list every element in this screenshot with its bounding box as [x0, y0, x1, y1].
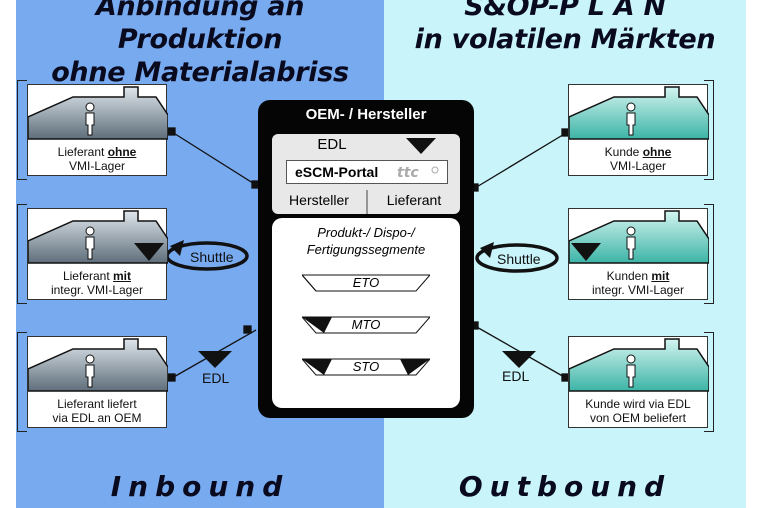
- portal-divider: [366, 190, 368, 214]
- svg-text:ttc: ttc: [397, 165, 419, 180]
- connector-line: [474, 132, 567, 189]
- edl-top-triangle: [406, 138, 436, 154]
- supplier-card-3: Lieferant liefert via EDL an OEM: [27, 336, 168, 428]
- segment-eto: ETO: [302, 274, 430, 292]
- inbound-footer: Inbound: [110, 470, 290, 503]
- shuttle-label-right: Shuttle: [497, 251, 541, 267]
- card-caption-line2: VMI-Lager: [68, 159, 126, 173]
- card-bracket: [17, 204, 27, 304]
- factory-icon: [28, 210, 168, 264]
- card-caption: Lieferant mit: [62, 269, 132, 283]
- portal-box: EDL eSCM-Portal ttc Hersteller Lieferant: [272, 134, 460, 214]
- factory-icon: [569, 338, 709, 392]
- segment-mto: MTO: [302, 316, 430, 334]
- vmi-triangle: [134, 243, 164, 261]
- card-bracket: [704, 204, 714, 304]
- factory-icon: [28, 338, 168, 392]
- connector-node: [167, 127, 176, 136]
- shuttle-label-left: Shuttle: [190, 249, 234, 265]
- card-caption: Kunden mit: [606, 269, 670, 283]
- shuttle-arrow-right: [480, 242, 494, 258]
- outbound-footer: Outbound: [458, 470, 672, 503]
- card-bracket: [17, 80, 27, 180]
- edl-label-left: EDL: [202, 370, 230, 386]
- segment-label: ETO: [352, 275, 380, 290]
- outbound-heading: S&OP-P L A N in volatilen Märkten: [384, 0, 746, 56]
- segment-label: MTO: [351, 317, 381, 332]
- card-caption-line2: VMI-Lager: [609, 159, 667, 173]
- segments-title-line1: Produkt-/ Dispo-/: [317, 225, 415, 240]
- customer-card-1: Kunde ohne VMI-Lager: [568, 84, 709, 176]
- inbound-title-line1: Anbindung an Produktion: [95, 0, 305, 55]
- card-bracket: [704, 80, 714, 180]
- lieferant-label: Lieferant: [386, 192, 442, 208]
- connector-node: [167, 373, 176, 382]
- factory-icon: [28, 86, 168, 140]
- customer-card-2: Kunden mit integr. VMI-Lager: [568, 208, 709, 300]
- factory-icon: [569, 86, 709, 140]
- supplier-card-2: Lieferant mit integr. VMI-Lager: [27, 208, 168, 300]
- outbound-title-line1: S&OP-P L A N: [464, 0, 666, 22]
- card-caption-line2: via EDL an OEM: [52, 411, 142, 425]
- edl-triangle-right: [502, 351, 536, 368]
- oem-block: OEM- / Hersteller EDL eSCM-Portal ttc He…: [258, 100, 474, 418]
- card-caption: Lieferant liefert: [57, 397, 137, 411]
- card-caption: Kunde ohne: [604, 145, 672, 159]
- segments-title-line2: Fertigungssegmente: [306, 242, 426, 257]
- inbound-title-line2: ohne Materialabriss: [51, 57, 349, 88]
- oem-title: OEM- / Hersteller: [305, 106, 427, 123]
- segments-box: Produkt-/ Dispo-/ Fertigungssegmente ETO…: [272, 218, 460, 408]
- card-bracket: [704, 332, 714, 432]
- segment-sto: STO: [302, 358, 430, 376]
- card-caption: Kunde wird via EDL: [585, 397, 691, 411]
- segment-shape: [302, 316, 430, 334]
- edl-label-right: EDL: [502, 368, 530, 384]
- hersteller-label: Hersteller: [289, 192, 349, 208]
- supplier-card-1: Lieferant ohne VMI-Lager: [27, 84, 168, 176]
- card-caption-line2: integr. VMI-Lager: [591, 283, 685, 297]
- factory-icon: [569, 210, 709, 264]
- edl-triangle-left: [198, 351, 232, 368]
- card-caption-line2: integr. VMI-Lager: [50, 283, 144, 297]
- segment-shape: [302, 274, 430, 292]
- customer-card-3: Kunde wird via EDL von OEM beliefert: [568, 336, 709, 428]
- card-caption-line2: von OEM beliefert: [589, 411, 687, 425]
- escm-portal-label: eSCM-Portal: [295, 164, 379, 180]
- connector-node: [243, 325, 252, 334]
- shuttle-arrow-left: [170, 240, 184, 256]
- vmi-triangle: [571, 243, 601, 261]
- shuttle-loop-right: [475, 243, 559, 273]
- edl-top-label: EDL: [317, 136, 347, 153]
- segments-title: Produkt-/ Dispo-/ Fertigungssegmente: [272, 224, 460, 258]
- outbound-title-line2: in volatilen Märkten: [414, 24, 716, 55]
- segment-shape: [302, 358, 430, 376]
- portal-logo-icon: ttc: [397, 165, 439, 180]
- connector-line: [171, 131, 257, 186]
- card-bracket: [17, 332, 27, 432]
- escm-portal: eSCM-Portal ttc: [286, 160, 448, 184]
- segment-label: STO: [352, 359, 380, 374]
- card-caption: Lieferant ohne: [57, 145, 137, 159]
- inbound-heading: Anbindung an Produktion ohne Materialabr…: [16, 0, 384, 89]
